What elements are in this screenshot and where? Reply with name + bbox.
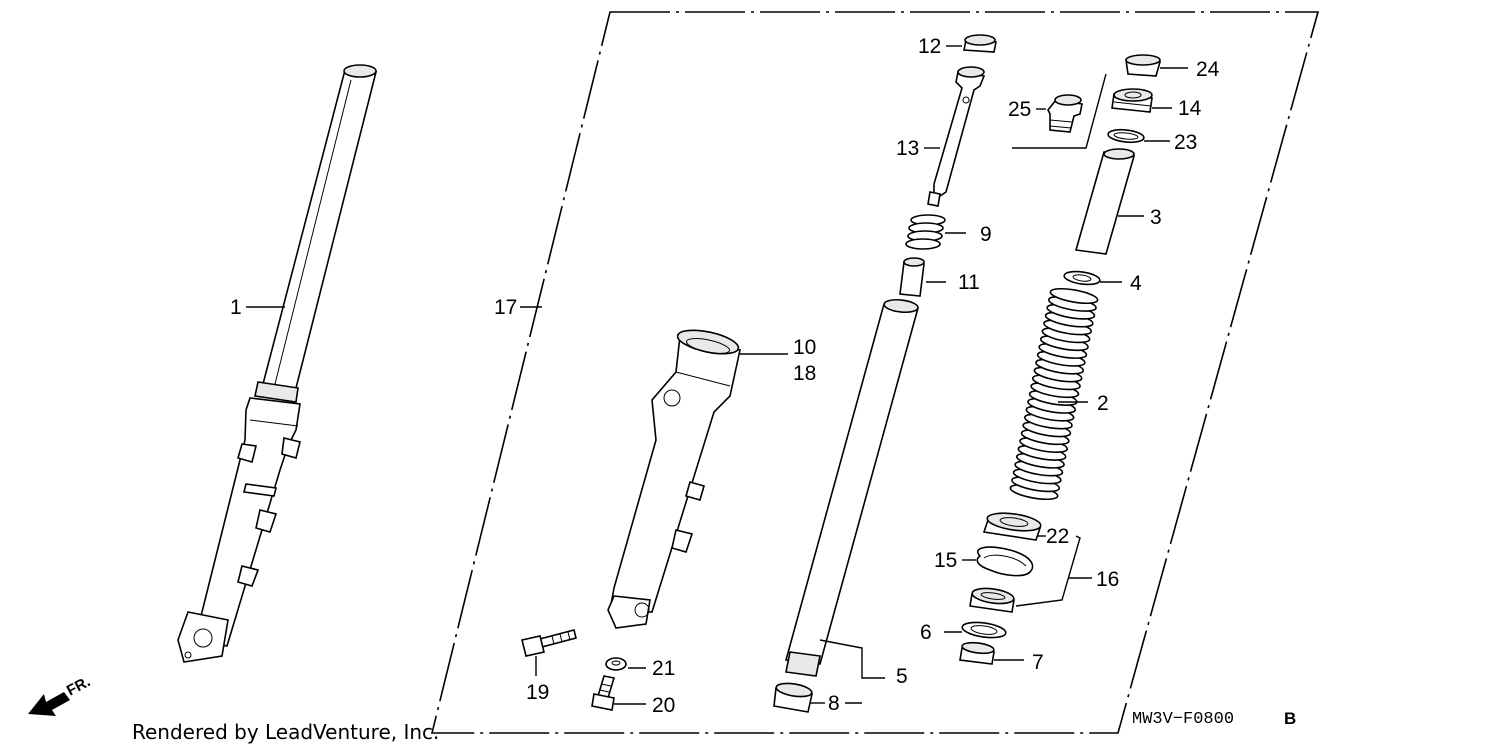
- socket-bolt[interactable]: 19: [521, 629, 577, 704]
- callout-24: 24: [1196, 58, 1220, 81]
- callout-6: 6: [920, 621, 932, 644]
- callout-1: 1: [230, 296, 242, 319]
- callout-9: 9: [980, 223, 992, 246]
- piston-ring[interactable]: 11: [899, 257, 980, 297]
- diagram-code-text: MW3V−F0800: [1132, 710, 1234, 729]
- callout-10: 10: [793, 336, 816, 359]
- fork-piston[interactable]: 13: [896, 66, 986, 207]
- fork-spring[interactable]: 2: [1009, 286, 1109, 502]
- drain-bolt[interactable]: 20: [591, 675, 675, 717]
- backup-ring[interactable]: [969, 586, 1015, 613]
- callout-15: 15: [934, 549, 957, 572]
- callout-21: 21: [652, 657, 675, 680]
- bottom-bushing[interactable]: 8: [773, 681, 862, 715]
- callout-12: 12: [918, 35, 941, 58]
- fork-cap-bolt[interactable]: 25: [1008, 94, 1083, 133]
- spring-seat[interactable]: 4: [1063, 270, 1142, 295]
- spring-coil: [1049, 287, 1099, 305]
- diagram-code: MW3V−F0800 B: [1132, 709, 1296, 729]
- credit-line: Rendered by LeadVenture, Inc.: [132, 720, 439, 744]
- bolt-washer[interactable]: 21: [605, 657, 675, 680]
- option-bracket: [1012, 73, 1107, 149]
- stopper-ring[interactable]: 15: [934, 546, 1034, 577]
- callout-8: 8: [828, 692, 840, 715]
- rebound-spring[interactable]: 9: [905, 214, 992, 250]
- o-ring[interactable]: 23: [1107, 128, 1197, 154]
- exploded-panel-border: [430, 11, 1320, 734]
- callout-22: 22: [1046, 525, 1069, 548]
- oil-seal[interactable]: 22: [982, 510, 1069, 548]
- callout-11: 11: [958, 271, 980, 294]
- front-arrow-icon: [28, 692, 70, 716]
- callout-19: 19: [526, 681, 549, 704]
- fork-assembly-label[interactable]: 17: [494, 296, 542, 319]
- callout-14: 14: [1178, 97, 1202, 120]
- guide-bushing[interactable]: 7: [959, 641, 1044, 674]
- callout-16: 16: [1096, 568, 1119, 591]
- fork-pipe[interactable]: 5: [784, 298, 920, 688]
- direction-label: FR.: [64, 673, 93, 699]
- callout-13: 13: [896, 137, 919, 160]
- fork-slider[interactable]: 10 18: [607, 326, 816, 629]
- credit-text: Rendered by LeadVenture, Inc.: [132, 720, 439, 744]
- callout-20: 20: [652, 694, 675, 717]
- oil-lock-piece[interactable]: 12: [918, 34, 997, 58]
- callout-3: 3: [1150, 206, 1162, 229]
- callout-5: 5: [896, 665, 908, 688]
- callout-7: 7: [1032, 651, 1044, 674]
- seal-washer[interactable]: 6: [920, 620, 1007, 644]
- callout-23: 23: [1174, 131, 1197, 154]
- diagram-code-suffix: B: [1284, 709, 1296, 728]
- callout-25: 25: [1008, 98, 1031, 121]
- spring-collar[interactable]: 3: [1074, 148, 1162, 255]
- kit-bracket: 16: [1015, 535, 1119, 607]
- callout-2: 2: [1097, 392, 1109, 415]
- callout-17: 17: [494, 296, 517, 319]
- callout-4: 4: [1130, 272, 1142, 295]
- assembled-fork-leg[interactable]: 1: [177, 64, 378, 663]
- fork-bolt[interactable]: 14: [1111, 88, 1202, 120]
- callout-18: 18: [793, 362, 816, 385]
- top-cap[interactable]: 24: [1125, 54, 1220, 81]
- front-direction-indicator: FR.: [28, 673, 93, 716]
